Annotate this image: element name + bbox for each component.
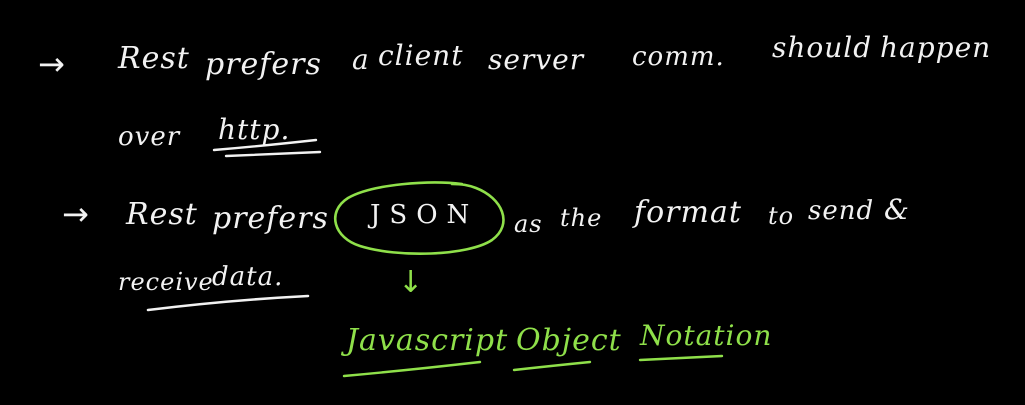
line2-word-over: over [118, 122, 181, 152]
line1-word-client: client [378, 39, 464, 72]
line1-word-a: a [352, 43, 370, 76]
right-arrow-icon: → [38, 45, 65, 83]
line4-word-receive: receive [118, 268, 214, 296]
line3-word-the: the [560, 204, 603, 232]
line1-word-server: server [488, 43, 585, 76]
line1-word-happen: happen [880, 31, 992, 64]
line1-word-rest: Rest [118, 41, 190, 76]
down-arrow-icon: ↓ [398, 265, 424, 300]
line3-word-to: to [768, 202, 795, 230]
line3-word-format: format [634, 195, 742, 230]
line4-word-data: data. [212, 262, 284, 292]
line1-word-comm: comm. [632, 42, 725, 72]
line3-word-ampersand: & [884, 193, 910, 226]
right-arrow-icon: → [62, 195, 89, 233]
line1-word-should: should [772, 31, 873, 64]
line3-word-prefers: prefers [212, 201, 329, 236]
line1-word-prefers: prefers [205, 47, 322, 82]
line3-word-rest: Rest [126, 197, 198, 232]
line3-word-json: JSON [370, 200, 479, 230]
line2-word-http: http. [218, 113, 291, 146]
expansion-word-javascript: Javascript [346, 323, 509, 358]
expansion-word-object: Object [516, 323, 622, 358]
expansion-word-notation: Notation [640, 319, 773, 352]
line3-word-send: send [808, 196, 875, 226]
line3-word-as: as [514, 210, 543, 238]
